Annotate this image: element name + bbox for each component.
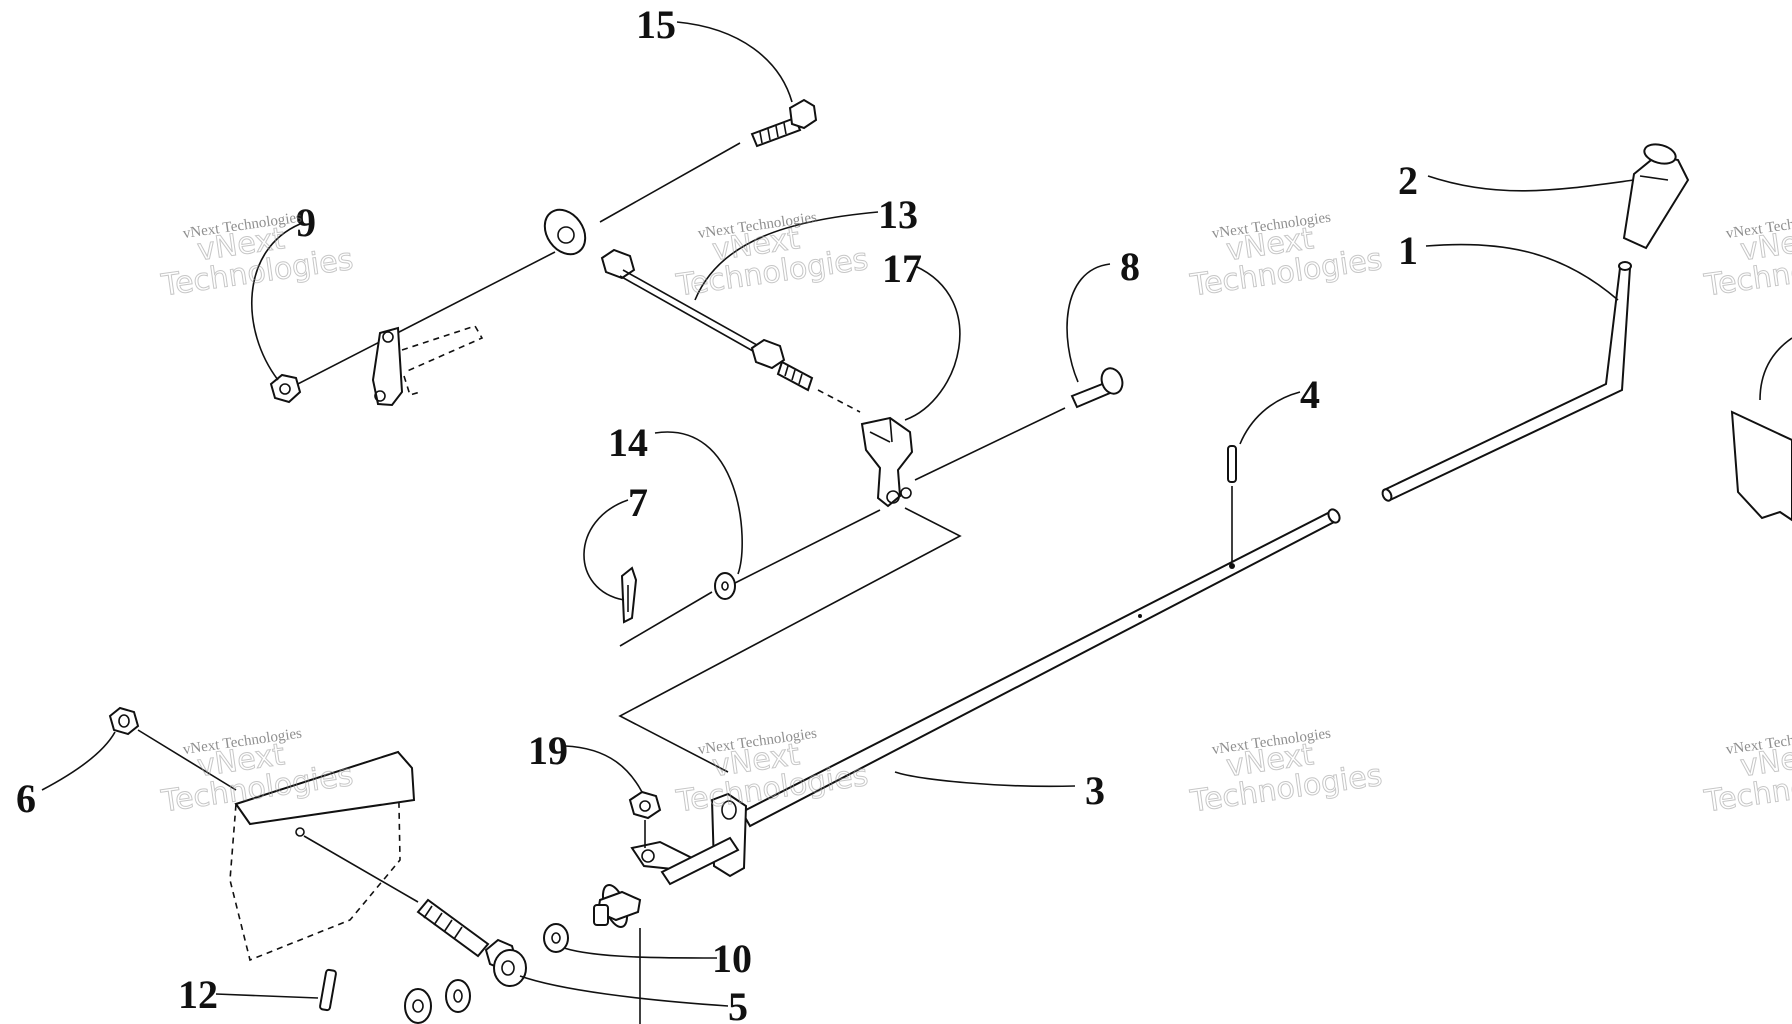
callout-9: 9	[296, 200, 316, 245]
part-shaft-3	[740, 508, 1341, 828]
assembly-line-8	[914, 407, 1066, 481]
part-right-edge	[1730, 337, 1792, 522]
part-pin-8	[1070, 367, 1124, 409]
callout-19: 19	[528, 728, 568, 773]
rod-centerline	[817, 389, 861, 413]
callout-17: 17	[882, 246, 922, 291]
leader-lines	[41, 21, 1635, 1007]
part-knob-2	[1622, 143, 1690, 250]
assembly-bracket	[618, 507, 962, 773]
callout-12: 12	[178, 972, 218, 1017]
part-bent-rod-1	[1381, 261, 1632, 502]
callout-15: 15	[636, 2, 676, 47]
watermark-group: vNext Technologies vNextTechnologies vNe…	[158, 210, 1792, 821]
part-washer-14	[714, 572, 736, 600]
callout-10: 10	[712, 936, 752, 981]
assembly-line-7	[619, 591, 713, 647]
callout-6: 6	[16, 776, 36, 821]
callout-2: 2	[1398, 158, 1418, 203]
assembly-line-9	[289, 251, 556, 389]
callout-4: 4	[1300, 372, 1320, 417]
callout-7: 7	[628, 480, 648, 525]
part-bracket-outline	[371, 325, 484, 407]
callout-8: 8	[1120, 244, 1140, 289]
assembly-line-15	[599, 142, 741, 223]
assembly-line-14	[734, 509, 881, 584]
callout-3: 3	[1085, 768, 1105, 813]
part-nut-9	[269, 373, 302, 404]
part-bolt-5	[404, 898, 569, 1024]
assembly-line-6	[137, 729, 237, 791]
part-cotter-pin-7	[620, 566, 638, 624]
part-cotter-12	[319, 968, 337, 1012]
callout-13: 13	[878, 192, 918, 237]
part-nut-6	[108, 706, 140, 736]
part-bolt-15	[750, 98, 818, 148]
part-roll-pin-4	[1227, 445, 1237, 483]
assembly-line-bolt	[303, 835, 419, 903]
part-frame-plate	[229, 750, 416, 962]
part-shaft-lever	[593, 792, 748, 928]
part-rod-end-13	[543, 208, 814, 392]
callout-5: 5	[728, 984, 748, 1024]
part-clevis-17	[860, 416, 914, 508]
callout-14: 14	[608, 420, 648, 465]
part-nut-19	[628, 790, 662, 820]
callout-1: 1	[1398, 228, 1418, 273]
